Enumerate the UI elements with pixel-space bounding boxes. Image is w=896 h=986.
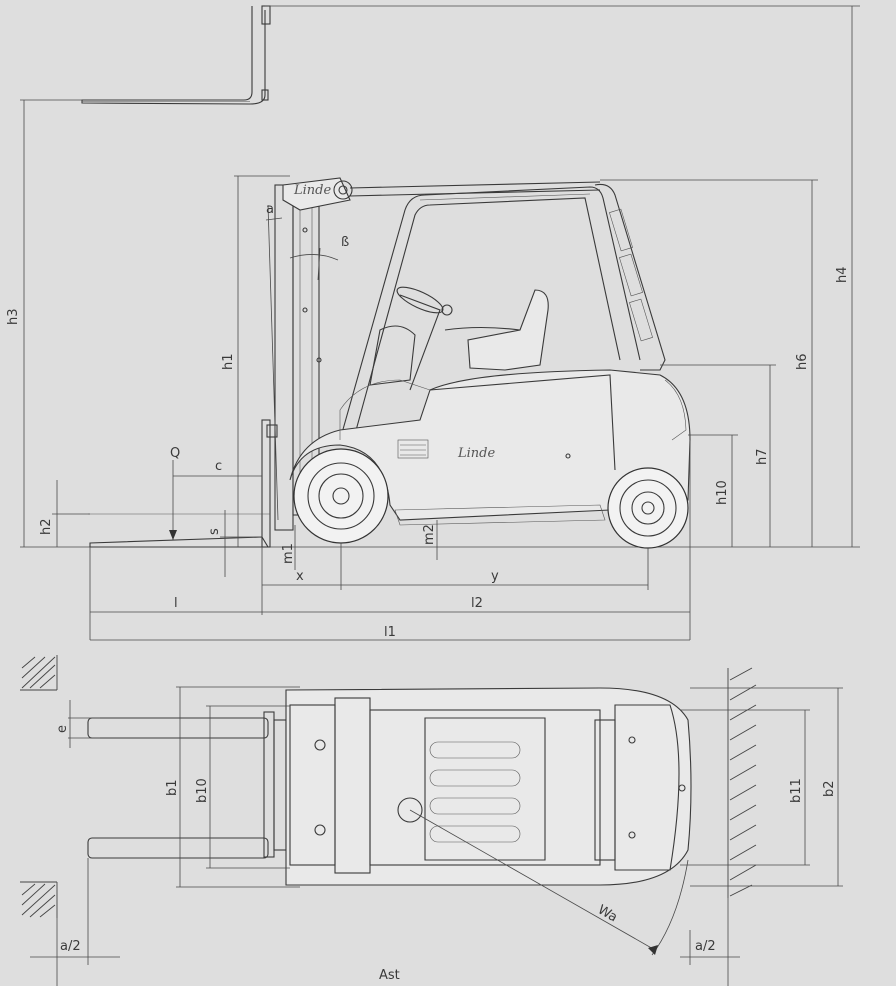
label-b11: b11 xyxy=(789,778,804,803)
dim-h7 xyxy=(660,364,776,547)
dim-m1-m2 xyxy=(294,520,438,570)
body-top xyxy=(285,687,692,886)
label-q: Q xyxy=(170,446,180,461)
label-h2: h2 xyxy=(39,518,54,535)
fork-lowered xyxy=(88,419,278,548)
dim-beta xyxy=(289,247,339,281)
label-b1: b1 xyxy=(165,779,180,796)
wall-right xyxy=(727,667,757,898)
rear-wheel xyxy=(607,467,689,549)
dim-horizontal xyxy=(89,440,691,641)
mast-logo: Linde xyxy=(293,183,331,198)
label-y: y xyxy=(491,569,499,584)
top-view: e b1 b10 b11 b2 Wa a/2 a/2 Ast xyxy=(20,655,843,986)
label-l: l xyxy=(174,596,178,611)
label-b2: b2 xyxy=(822,780,837,797)
side-view: h3 h4 h1 h6 h7 h10 h2 s m1 m2 a ß Q c x … xyxy=(6,5,860,641)
label-l1: l1 xyxy=(384,625,396,640)
raised-fork xyxy=(81,5,271,105)
dim-s xyxy=(220,510,262,577)
label-a2-left: a/2 xyxy=(60,939,81,954)
label-b10: b10 xyxy=(195,778,210,803)
wall-bottom-left xyxy=(20,881,58,918)
label-a: a xyxy=(266,202,274,217)
turning-radius xyxy=(409,809,689,956)
chassis xyxy=(289,369,691,526)
body-logo: Linde xyxy=(457,446,495,461)
overhead-guard xyxy=(339,183,666,446)
label-a2-right: a/2 xyxy=(695,939,716,954)
forks-top xyxy=(87,711,287,859)
mast xyxy=(274,177,601,531)
dim-q-c xyxy=(169,460,262,540)
dim-ast xyxy=(30,858,740,986)
label-h4: h4 xyxy=(835,266,850,283)
dim-h1 xyxy=(234,175,290,547)
dim-h6 xyxy=(600,179,818,547)
label-beta: ß xyxy=(341,235,349,250)
dim-h2 xyxy=(52,480,90,547)
seat-and-steering xyxy=(369,286,549,391)
label-wa: Wa xyxy=(595,902,620,925)
dim-h3 xyxy=(20,99,82,547)
dim-a-tilt xyxy=(265,204,283,521)
label-m1: m1 xyxy=(281,543,296,564)
dim-h10 xyxy=(688,434,738,547)
dim-h4 xyxy=(265,5,860,547)
dim-widths xyxy=(68,686,843,888)
label-c: c xyxy=(215,459,222,474)
label-x: x xyxy=(296,569,304,584)
label-h1: h1 xyxy=(221,353,236,370)
wall-top-left xyxy=(20,655,58,691)
label-ast: Ast xyxy=(379,968,400,983)
front-wheel xyxy=(293,448,389,544)
label-h3: h3 xyxy=(6,308,21,325)
label-m2: m2 xyxy=(422,524,437,545)
label-h10: h10 xyxy=(715,480,730,505)
label-h6: h6 xyxy=(795,353,810,370)
label-l2: l2 xyxy=(471,596,483,611)
label-h7: h7 xyxy=(755,448,770,465)
label-s: s xyxy=(207,528,222,535)
label-e: e xyxy=(55,725,70,733)
